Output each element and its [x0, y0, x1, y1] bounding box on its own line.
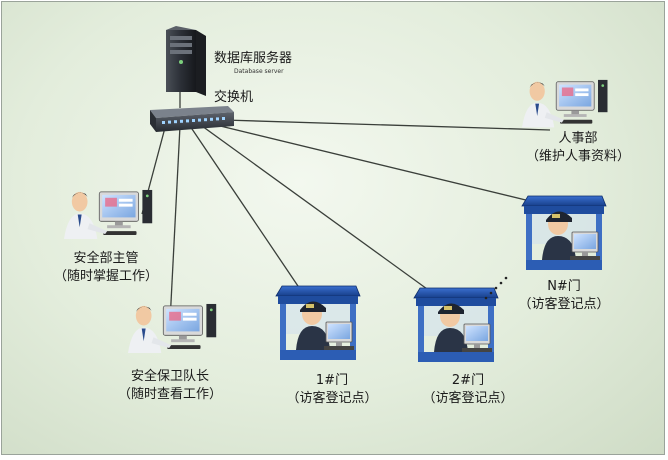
cable-guard-captain — [169, 125, 181, 323]
hr-worker-icon — [521, 79, 608, 128]
hr-label: 人事部 — [558, 131, 597, 146]
gate-2-label: 2#门 — [452, 373, 484, 388]
server-bay — [170, 50, 192, 54]
node-gate-n: N#门 （访客登记点） — [518, 195, 610, 312]
more-gates-ellipsis — [484, 276, 508, 300]
cable-gate-2 — [201, 125, 435, 295]
database-server: 数据库服务器 Database server — [166, 26, 292, 96]
guard-captain-label: 安全保卫队长 — [131, 368, 209, 384]
cable-gate-n — [211, 123, 535, 203]
cable-hr — [223, 119, 551, 131]
gate-1-booth-icon — [275, 285, 361, 361]
network-switch: 交换机 — [150, 89, 253, 132]
guard-captain-desc: （随时查看工作） — [118, 386, 222, 402]
switch-label: 交换机 — [214, 89, 253, 105]
node-gate-2: 2#门 （访客登记点） — [413, 287, 514, 406]
gate-1-desc: （访客登记点） — [286, 390, 377, 406]
node-security-head: 安全部主管 （随时掌握工作） — [54, 189, 158, 284]
security-head-worker-icon — [63, 189, 153, 240]
server-bay — [170, 36, 192, 40]
gate-2-desc: （访客登记点） — [422, 390, 513, 406]
node-hr: 人事部 （维护人事资料） — [521, 79, 630, 164]
server-power-led — [179, 60, 183, 64]
network-cables — [141, 92, 551, 323]
node-guard-captain: 安全保卫队长 （随时查看工作） — [118, 303, 222, 402]
security-head-desc: （随时掌握工作） — [54, 269, 158, 284]
gate-n-booth-icon — [521, 195, 607, 271]
node-gate-1: 1#门 （访客登记点） — [275, 285, 378, 406]
security-head-label: 安全部主管 — [73, 250, 138, 266]
switch-side — [150, 110, 156, 132]
server-bay — [170, 43, 192, 47]
hr-desc: （维护人事资料） — [526, 149, 630, 164]
gate-1-label: 1#门 — [316, 373, 348, 388]
guard-captain-worker-icon — [127, 303, 217, 354]
switch-top — [150, 106, 234, 118]
gate-n-label: N#门 — [547, 279, 581, 294]
switch-ports — [162, 117, 225, 124]
server-top — [166, 26, 206, 32]
cable-gate-1 — [189, 125, 303, 293]
server-title: 数据库服务器 — [214, 50, 292, 66]
server-side — [196, 30, 206, 96]
gate-n-desc: （访客登记点） — [518, 296, 609, 312]
server-subtitle: Database server — [234, 68, 284, 75]
